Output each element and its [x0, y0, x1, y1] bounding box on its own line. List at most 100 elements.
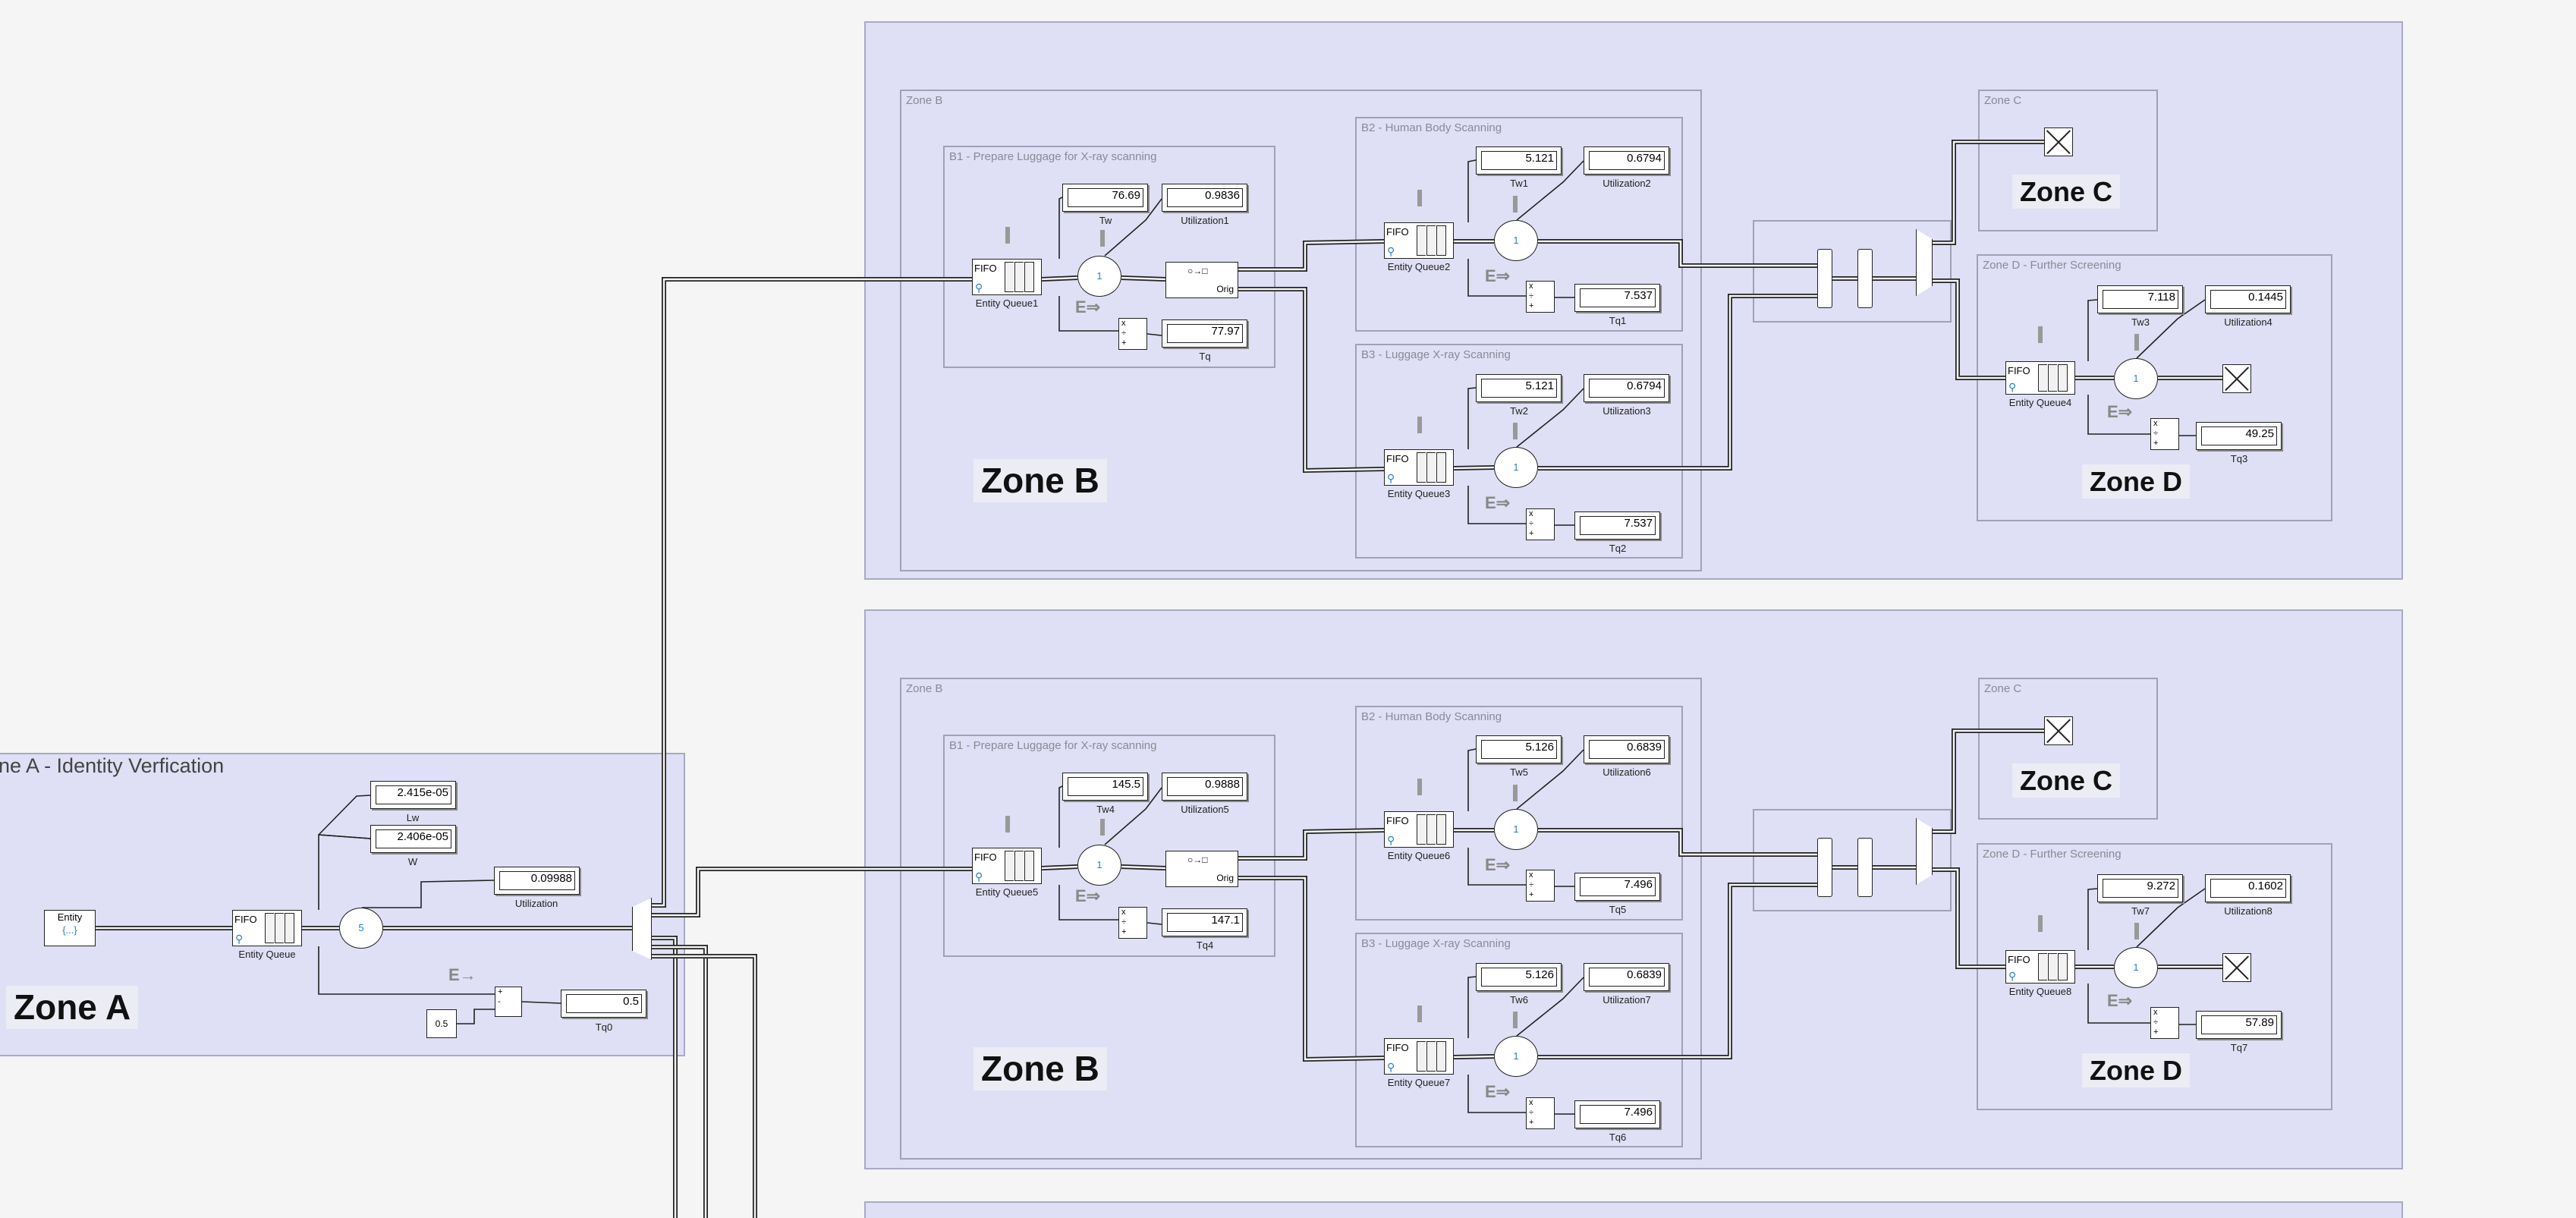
entity-terminator-c[interactable] — [2044, 127, 2073, 156]
display-value: 0.1445 — [2210, 290, 2286, 309]
entity-queue-b3-label: Entity Queue3 — [1387, 488, 1451, 499]
entity-queue-d[interactable]: FIFO ⚲ — [2005, 361, 2075, 395]
display-value: 7.496 — [1580, 1105, 1656, 1124]
display-util-b3[interactable]: 0.6839 — [1584, 963, 1669, 991]
display-util-b1[interactable]: 0.9888 — [1162, 773, 1247, 801]
math-block-d[interactable]: x ÷ + — [2150, 418, 2179, 450]
zone-c-subsystem-1[interactable]: Zone C — [1978, 90, 2158, 231]
display-tq-d[interactable]: 57.89 — [2196, 1011, 2282, 1039]
entity-server-b3[interactable]: 1 — [1494, 447, 1538, 488]
display-tw-b1[interactable]: 145.5 — [1062, 773, 1148, 801]
zone-d-title: Zone D - Further Screening — [1983, 848, 2122, 861]
entity-generator[interactable]: Entity {...} — [44, 910, 96, 946]
display-util-b3-label: Utilization7 — [1603, 994, 1651, 1006]
entity-server-b1[interactable]: 1 — [1077, 256, 1121, 297]
display-tw-b3[interactable]: 5.121 — [1476, 374, 1562, 402]
sum-block-a[interactable]: + - — [495, 987, 522, 1017]
display-util-d[interactable]: 0.1602 — [2205, 874, 2291, 902]
display-w-label: W — [407, 856, 418, 867]
entity-queue-b2[interactable]: FIFO ⚲ — [1384, 222, 1454, 259]
queue-slot — [2058, 953, 2068, 980]
display-util-b2[interactable]: 0.6794 — [1584, 146, 1669, 175]
math-block-b2[interactable]: x ÷ + — [1526, 281, 1555, 313]
display-tq-b2[interactable]: 7.496 — [1574, 873, 1660, 901]
display-util-b3[interactable]: 0.6794 — [1584, 374, 1669, 402]
display-util-d[interactable]: 0.1445 — [2205, 285, 2291, 313]
display-tq-b1[interactable]: 77.97 — [1162, 319, 1247, 348]
entity-queue-b1[interactable]: FIFO ⚲ — [972, 259, 1042, 295]
entity-server-d[interactable]: 1 — [2114, 358, 2158, 399]
display-tw-b2[interactable]: 5.121 — [1476, 146, 1562, 175]
gate-icon — [2038, 326, 2043, 343]
display-tq0[interactable]: 0.5 — [561, 990, 646, 1018]
display-value: 0.9888 — [1167, 777, 1243, 796]
entity-replicator[interactable]: ○→□ Orig — [1165, 851, 1238, 887]
entity-arrow-icon: E⇒ — [1485, 493, 1511, 512]
path-selector[interactable] — [632, 898, 652, 960]
entity-queue-b1[interactable]: FIFO ⚲ — [972, 848, 1042, 884]
entity-server-a[interactable]: 5 — [339, 908, 383, 949]
display-tw-d-label: Tw3 — [2131, 316, 2150, 328]
display-value: 57.89 — [2201, 1015, 2277, 1034]
switch-block-1[interactable] — [1817, 838, 1832, 897]
entity-terminator-c[interactable] — [2044, 716, 2073, 745]
path-combiner[interactable] — [1916, 229, 1933, 296]
display-tw-d[interactable]: 9.272 — [2097, 874, 2183, 902]
entity-server-b3[interactable]: 1 — [1494, 1036, 1538, 1077]
zone-c-subsystem-2[interactable]: Zone C — [1978, 678, 2158, 820]
entity-arrow-icon: E⇒ — [1075, 297, 1101, 316]
entity-queue-b2[interactable]: FIFO ⚲ — [1384, 811, 1454, 848]
math-block-b3[interactable]: x ÷ + — [1526, 508, 1555, 540]
display-tq-d[interactable]: 49.25 — [2196, 422, 2282, 450]
entity-arrow-icon: E⇒ — [1485, 855, 1511, 874]
display-tw-b1-label: Tw — [1099, 215, 1112, 226]
display-value: 77.97 — [1167, 324, 1243, 343]
display-w[interactable]: 2.406e-05 — [370, 825, 456, 853]
entity-queue-b3-label: Entity Queue7 — [1387, 1077, 1451, 1088]
entity-queue-b2-label: Entity Queue2 — [1387, 261, 1451, 272]
math-block-b3[interactable]: x ÷ + — [1526, 1097, 1555, 1129]
entity-server-d[interactable]: 1 — [2114, 947, 2158, 988]
entity-replicator[interactable]: ○→□ Orig — [1165, 262, 1238, 298]
multiply-sign: x — [1121, 908, 1126, 917]
display-tw-b2[interactable]: 5.126 — [1476, 735, 1562, 763]
display-tq-b1[interactable]: 147.1 — [1162, 908, 1247, 936]
display-util-b2[interactable]: 0.6839 — [1584, 735, 1669, 763]
switch-block-2[interactable] — [1857, 249, 1873, 308]
entity-queue-b3[interactable]: FIFO ⚲ — [1384, 449, 1454, 486]
math-block-d[interactable]: x ÷ + — [2150, 1007, 2179, 1039]
display-utilization[interactable]: 0.09988 — [494, 867, 580, 895]
entity-queue-d[interactable]: FIFO ⚲ — [2005, 950, 2075, 984]
display-tq-b3[interactable]: 7.537 — [1574, 511, 1660, 540]
multiply-sign: x — [1529, 282, 1533, 291]
group-area-3[interactable] — [864, 1201, 2403, 1218]
display-tw-d[interactable]: 7.118 — [2097, 285, 2183, 313]
display-value: 7.118 — [2103, 290, 2178, 309]
magnifier-icon: ⚲ — [1387, 834, 1395, 846]
entity-server-b2[interactable]: 1 — [1494, 809, 1538, 850]
math-block-b1[interactable]: x ÷ + — [1118, 318, 1147, 350]
entity-terminator-d[interactable] — [2222, 364, 2251, 393]
magnifier-icon: ⚲ — [1387, 472, 1395, 484]
display-util-b1[interactable]: 0.9836 — [1162, 184, 1247, 212]
math-block-b2[interactable]: x ÷ + — [1526, 870, 1555, 902]
entity-queue-a[interactable]: FIFO ⚲ — [232, 910, 302, 946]
entity-arrow-icon: E⇒ — [1485, 1082, 1511, 1101]
display-value: 2.415e-05 — [376, 785, 451, 804]
display-tq-b3[interactable]: 7.496 — [1574, 1100, 1660, 1128]
display-lw[interactable]: 2.415e-05 — [370, 781, 456, 809]
display-tw-b3[interactable]: 5.126 — [1476, 963, 1562, 991]
entity-server-b1[interactable]: 1 — [1077, 845, 1121, 886]
constant-block[interactable]: 0.5 — [426, 1009, 457, 1038]
entity-terminator-d[interactable] — [2222, 953, 2251, 982]
switch-block-1[interactable] — [1817, 249, 1832, 308]
switch-block-2[interactable] — [1857, 838, 1873, 897]
entity-server-b2[interactable]: 1 — [1494, 220, 1538, 261]
display-tq-b2[interactable]: 7.537 — [1574, 284, 1660, 312]
display-tq-b3-label: Tq2 — [1609, 543, 1627, 554]
display-tw-b1[interactable]: 76.69 — [1062, 184, 1148, 212]
math-block-b1[interactable]: x ÷ + — [1118, 907, 1147, 939]
entity-queue-b3[interactable]: FIFO ⚲ — [1384, 1038, 1454, 1075]
path-combiner[interactable] — [1916, 818, 1933, 885]
